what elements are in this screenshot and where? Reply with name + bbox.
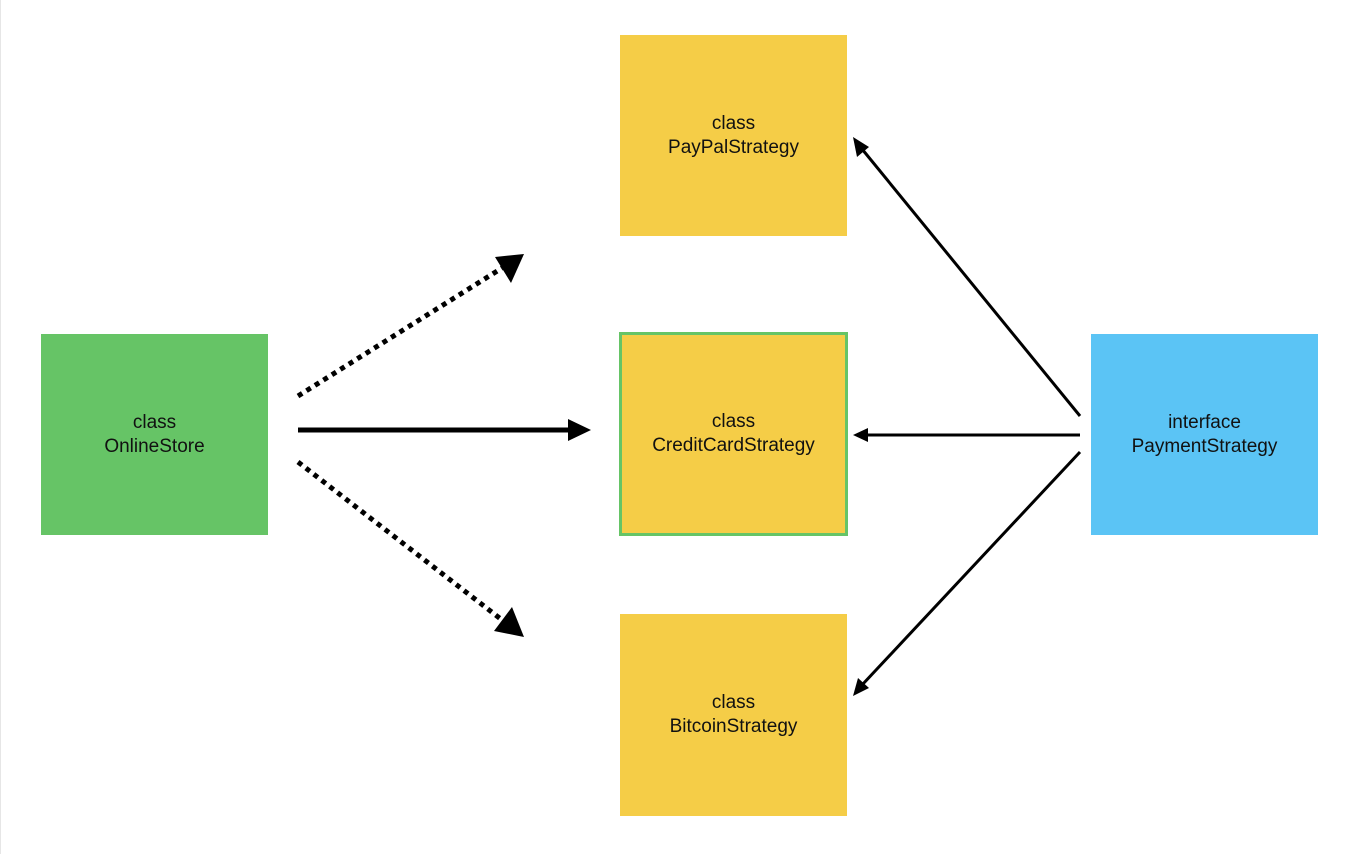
- node-creditcard-kind: class: [711, 411, 756, 432]
- node-paypal-strategy: class PayPalStrategy: [620, 35, 847, 236]
- node-creditcard-name: CreditCardStrategy: [652, 435, 815, 456]
- node-bitcoin-strategy: class BitcoinStrategy: [620, 614, 847, 816]
- node-creditcard-strategy: class CreditCardStrategy: [619, 332, 848, 536]
- node-payment-kind: interface: [1168, 411, 1241, 433]
- node-paypal-name: PayPalStrategy: [668, 136, 799, 158]
- node-online-store: class OnlineStore: [41, 334, 268, 535]
- arrowhead-icon: [568, 419, 591, 441]
- edge-payment-to-creditcard: [853, 428, 1080, 442]
- arrowhead-icon: [494, 607, 524, 637]
- node-online-store-name: OnlineStore: [104, 435, 205, 457]
- arrowhead-icon: [853, 137, 869, 157]
- arrowhead-icon: [853, 678, 869, 696]
- node-payment-strategy-interface: interface PaymentStrategy: [1091, 334, 1318, 535]
- frame-edge: [0, 0, 1, 854]
- edge-onlinestore-to-paypal: [296, 254, 524, 399]
- node-bitcoin-name: BitcoinStrategy: [669, 716, 798, 737]
- arrowhead-icon: [495, 254, 524, 283]
- node-bitcoin-kind: class: [711, 692, 756, 713]
- arrowhead-icon: [853, 428, 868, 442]
- node-paypal-kind: class: [711, 112, 756, 134]
- edge-onlinestore-to-bitcoin: [296, 460, 524, 637]
- edge-payment-to-paypal: [853, 137, 1082, 417]
- edge-payment-to-bitcoin: [853, 450, 1082, 696]
- edge-onlinestore-to-creditcard: [298, 419, 591, 441]
- node-online-store-kind: class: [132, 411, 177, 433]
- node-payment-name: PaymentStrategy: [1131, 435, 1278, 457]
